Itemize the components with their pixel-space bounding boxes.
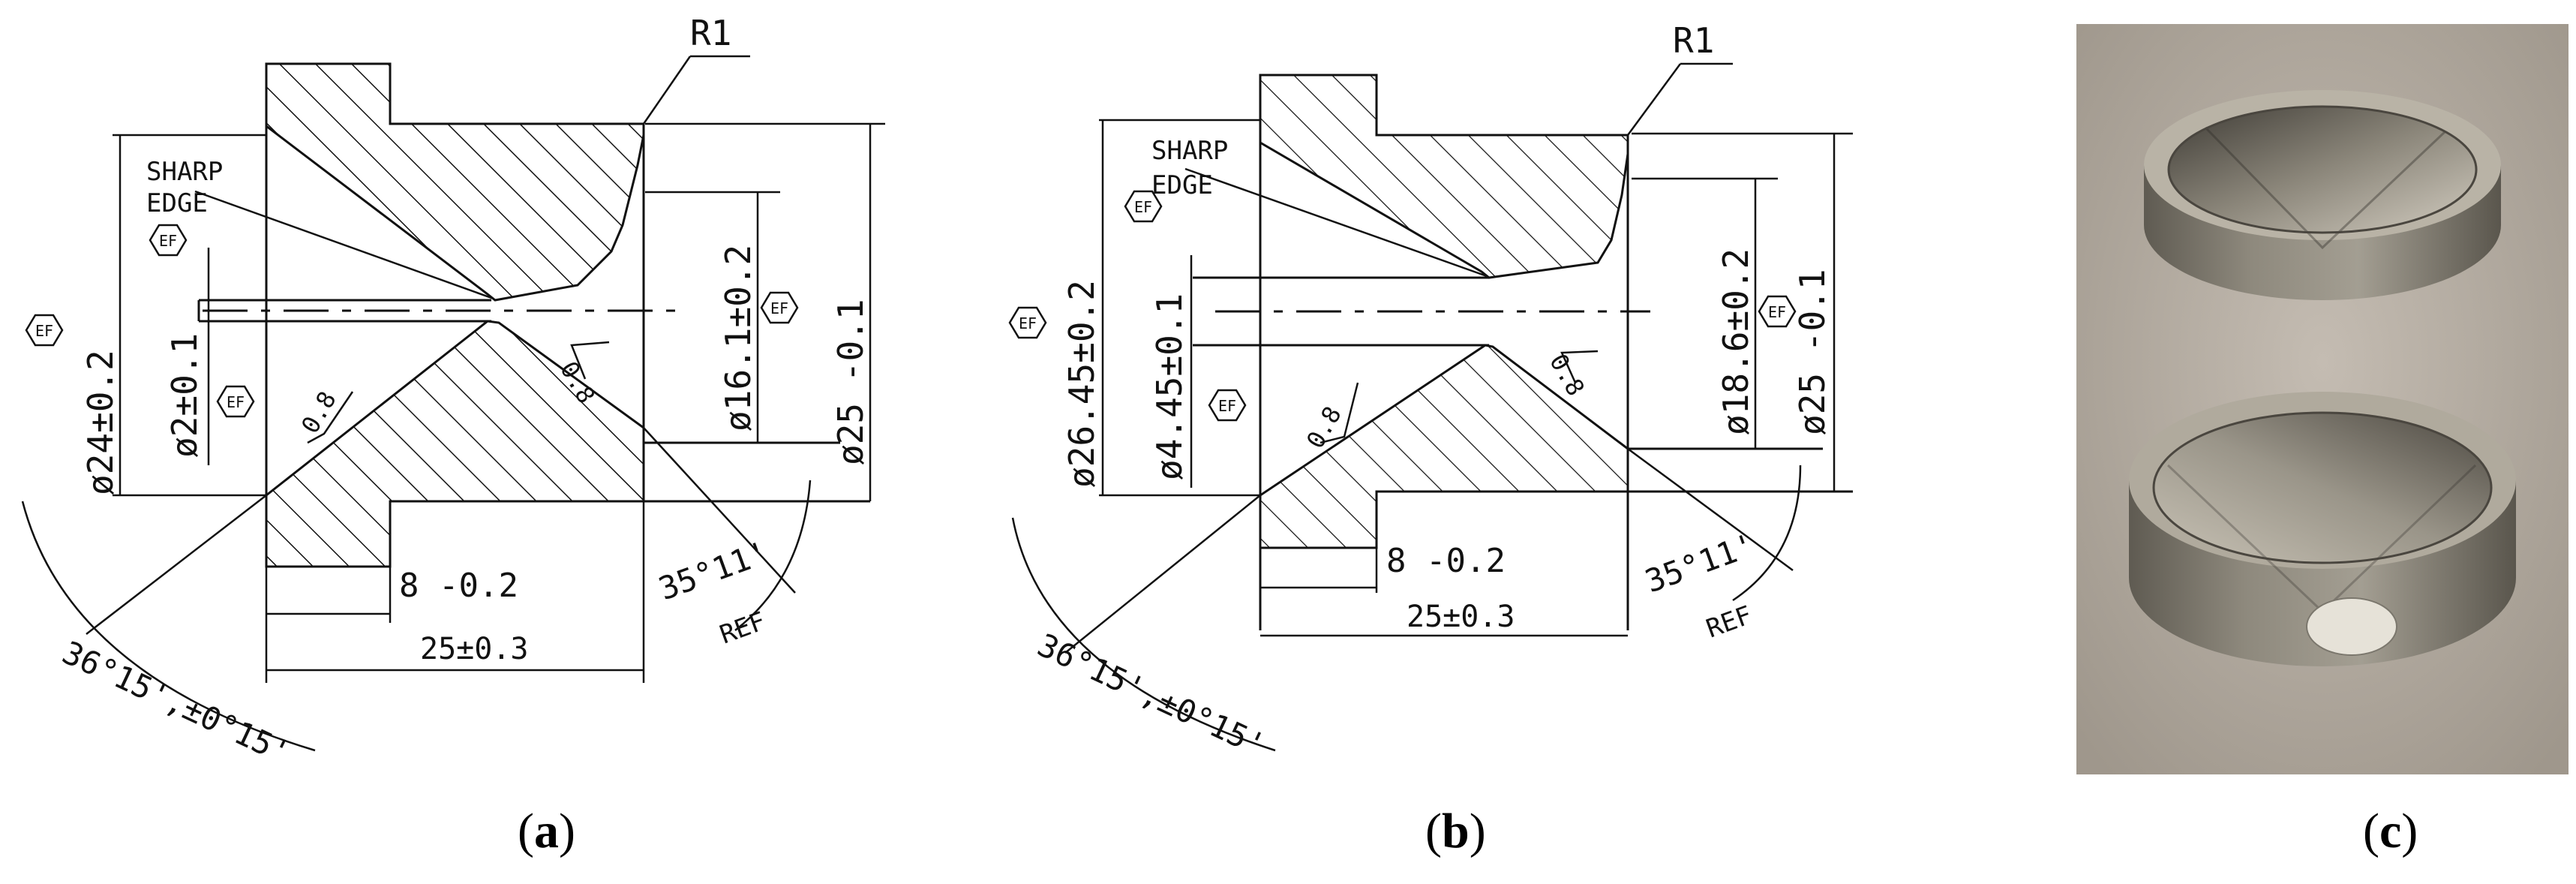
caption-b: (b) (1425, 804, 1486, 858)
die-section-lower (265, 320, 645, 568)
dimension-step-length: 8 -0.2 (1386, 542, 1506, 580)
drawing-panel-a: EF EF EF EF R1 SHARP EDGE ø24±0.2 ø2±0.1… (0, 0, 900, 884)
ef-label: EF (770, 299, 788, 317)
ef-label: EF (1019, 314, 1037, 332)
drawing-panel-b: EF EF EF EF R1 SHARP EDGE ø26.45±0.2 ø4.… (990, 0, 1853, 884)
entry-angle-label: 35°11' (654, 534, 773, 607)
dimension-outer-diameter: ø25 -0.1 (1792, 269, 1833, 435)
cad-drawing-a: EF EF EF EF R1 SHARP EDGE ø24±0.2 ø2±0.1… (21, 13, 885, 771)
caption-letter: a (533, 804, 559, 858)
ef-label: EF (1218, 397, 1236, 415)
sharp-edge-label: SHARP (1151, 136, 1228, 166)
ef-symbols-b (1008, 190, 1797, 422)
die-section-upper (1259, 74, 1629, 279)
dimension-hole-diameter: ø4.45±0.1 (1149, 293, 1190, 480)
ref-label: REF (716, 606, 769, 651)
die-angle-label: 36°15',±0°15' (57, 634, 296, 771)
die-lower (2129, 392, 2516, 666)
dimension-step-length: 8 -0.2 (399, 567, 518, 605)
photo-panel-c: (c) (2055, 0, 2576, 884)
caption-c: (c) (2363, 804, 2418, 858)
dimension-diameter-left: ø24±0.2 (80, 350, 121, 495)
ef-label: EF (227, 393, 245, 411)
radius-label: R1 (690, 13, 731, 53)
die-upper (2144, 90, 2501, 300)
caption-a: (a) (518, 804, 575, 858)
caption-letter: c (2379, 804, 2402, 858)
ef-symbols-a (25, 224, 799, 418)
dimension-hole-diameter: ø2±0.1 (164, 333, 205, 458)
ef-label: EF (35, 322, 53, 340)
dimension-total-length: 25±0.3 (420, 632, 529, 666)
dimension-total-length: 25±0.3 (1407, 600, 1515, 634)
dimension-outer-diameter: ø25 -0.1 (830, 299, 871, 465)
dimension-exit-diameter: ø16.1±0.2 (718, 245, 758, 431)
roughness-label: 0.8 (296, 386, 342, 438)
dimension-exit-diameter: ø18.6±0.2 (1716, 248, 1756, 435)
ef-label: EF (1768, 303, 1786, 321)
ef-label: EF (1134, 198, 1152, 216)
caption-letter: b (1441, 804, 1470, 858)
sharp-edge-label: EDGE (146, 188, 208, 218)
sharp-edge-label: SHARP (146, 157, 223, 187)
cad-drawing-b: EF EF EF EF R1 SHARP EDGE ø26.45±0.2 ø4.… (1008, 20, 1853, 764)
dimension-diameter-left: ø26.45±0.2 (1061, 280, 1102, 488)
die-angle-label: 36°15',±0°15' (1032, 627, 1271, 764)
sharp-edge-label: EDGE (1151, 170, 1213, 200)
ref-label: REF (1702, 600, 1755, 645)
ef-label: EF (159, 232, 177, 250)
die-section-upper (265, 62, 645, 302)
entry-angle-label: 35°11' (1641, 526, 1760, 600)
exit-hole (2306, 597, 2397, 656)
die-photo (2076, 24, 2568, 774)
radius-label: R1 (1673, 20, 1714, 61)
